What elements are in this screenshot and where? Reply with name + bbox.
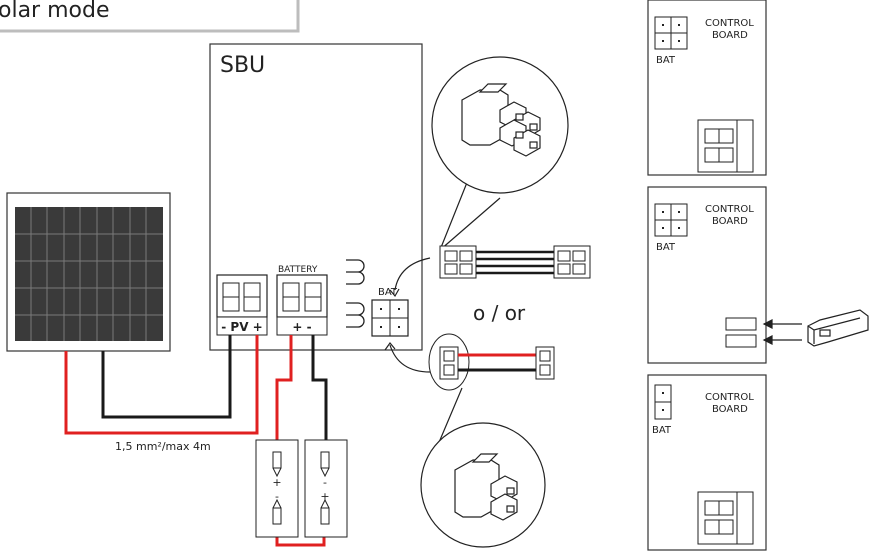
control-board-2-title-1: CONTROL: [705, 204, 754, 215]
battery-wires: [275, 335, 328, 547]
control-board-1: CONTROL BOARD BAT: [647, 0, 767, 176]
battery-label: BATTERY: [278, 265, 318, 275]
molex-4pin-drawing: [461, 83, 541, 157]
control-board-2: CONTROL BOARD BAT: [647, 186, 869, 364]
molex-2pin-drawing: [454, 453, 518, 521]
page-title: olar mode: [0, 0, 109, 23]
solar-panel: [6, 192, 171, 352]
cell-2-top-polarity: -: [323, 476, 327, 489]
sbu-label: SBU: [220, 53, 265, 78]
battery-cell-2: - +: [304, 439, 348, 538]
or-label: o / or: [473, 301, 526, 325]
sbu-bat-label: BAT: [378, 287, 398, 298]
cable-clamps: [346, 259, 365, 328]
battery-terminal: BATTERY + -: [276, 265, 328, 336]
pv-wires: [64, 335, 259, 435]
pv-terminal: - PV +: [216, 274, 268, 336]
control-board-2-bat: BAT: [656, 242, 676, 253]
pv-label: - PV +: [221, 320, 262, 334]
control-board-3-bat: BAT: [652, 425, 672, 436]
control-board-1-bat: BAT: [656, 55, 676, 66]
battery-cell-1: + -: [255, 439, 299, 538]
cell-2-bottom-polarity: +: [320, 490, 329, 503]
cell-1-top-polarity: +: [272, 476, 281, 489]
four-wire-cable: [439, 245, 591, 279]
control-board-1-title-2: BOARD: [712, 30, 748, 41]
control-board-3-title-2: BOARD: [712, 404, 748, 415]
connector-callout-bottom: [420, 387, 546, 548]
jumper-plug-drawing: [807, 309, 869, 347]
battery-terminal-polarity: + -: [292, 320, 311, 334]
connect-arrows: [384, 257, 431, 373]
insert-arrows: [762, 319, 802, 345]
wire-spec-label: 1,5 mm²/max 4m: [115, 440, 211, 453]
two-wire-cable: [428, 333, 555, 391]
sbu-unit: SBU - PV + BATTERY + -: [209, 43, 423, 351]
sbu-bat-connector: BAT: [371, 287, 409, 337]
control-board-2-title-2: BOARD: [712, 216, 748, 227]
solar-cell-grid: [15, 207, 163, 341]
control-board-3-title-1: CONTROL: [705, 392, 754, 403]
control-board-3: CONTROL BOARD BAT: [647, 374, 767, 551]
connector-callout-top: [431, 56, 569, 251]
control-board-1-title-1: CONTROL: [705, 18, 754, 29]
cell-1-bottom-polarity: -: [275, 490, 279, 503]
title-box: olar mode: [0, 0, 300, 33]
